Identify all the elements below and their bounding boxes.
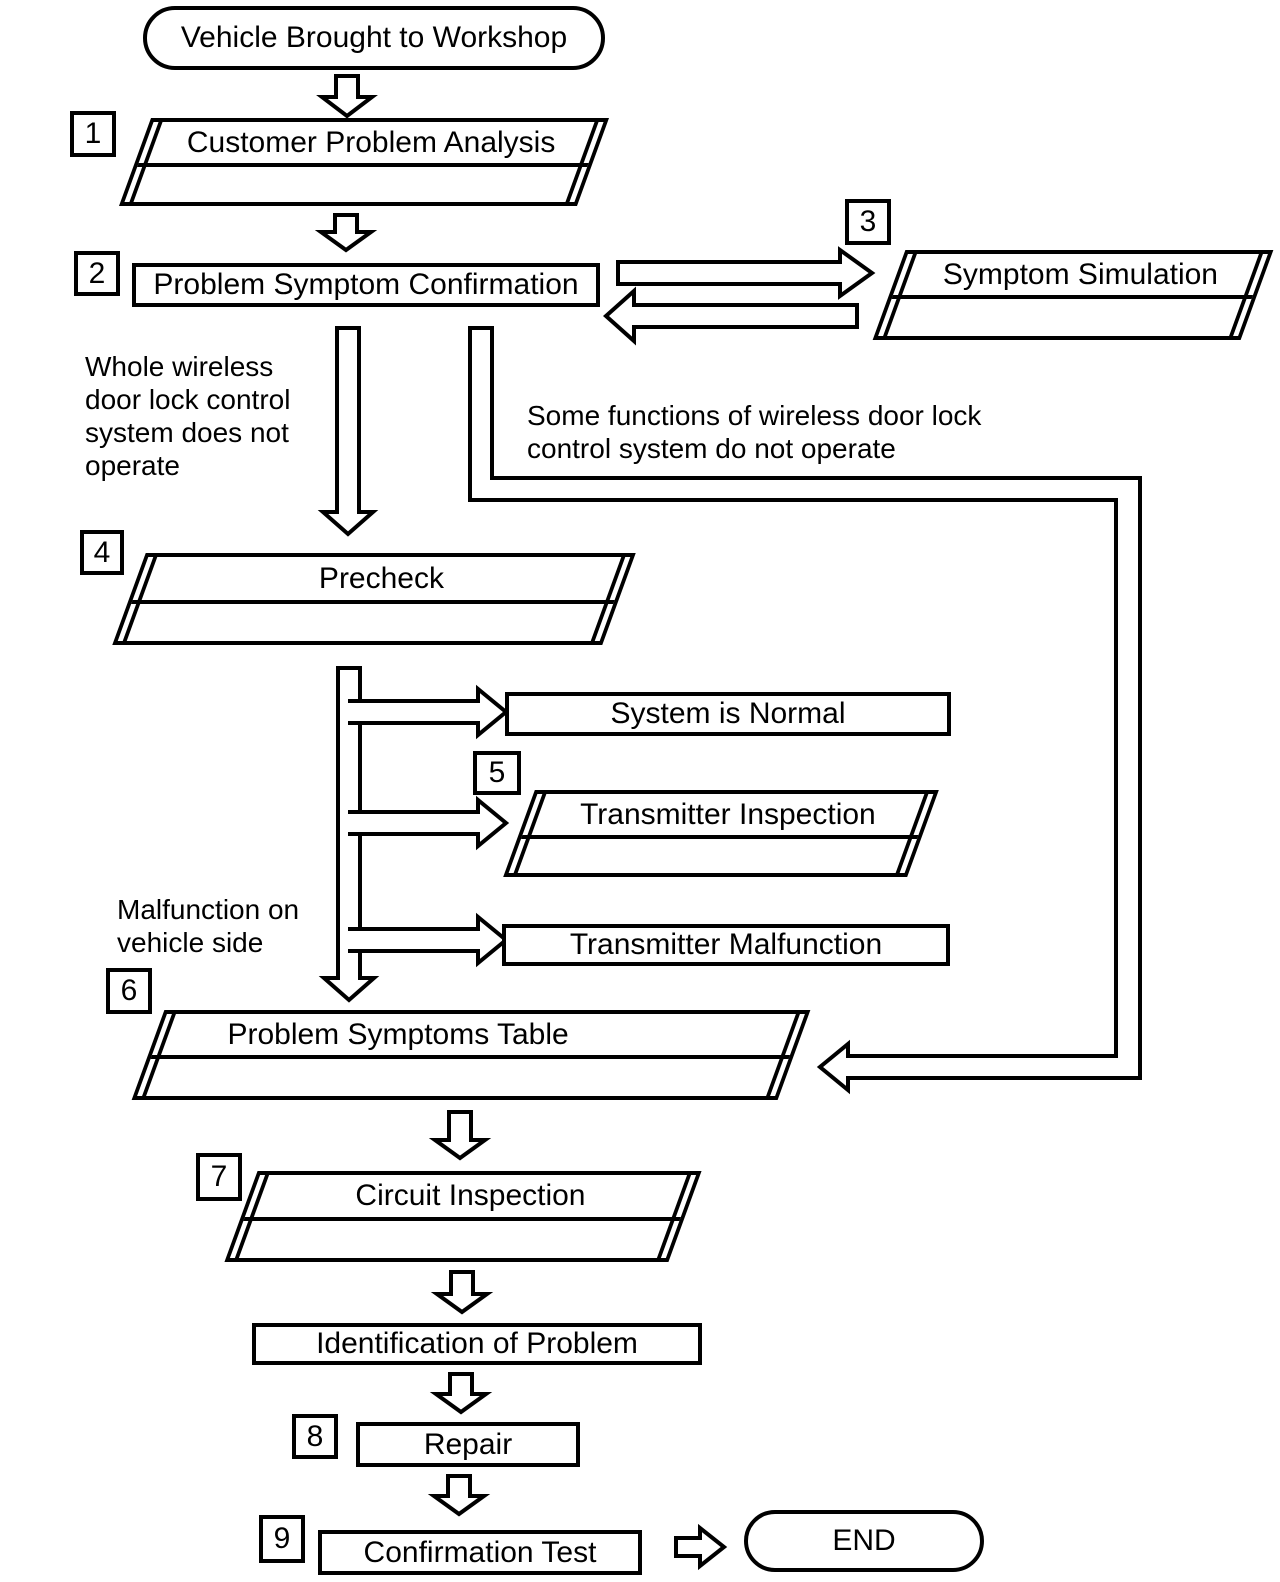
confirmation-test-label: Confirmation Test [363,1535,597,1569]
annotation-malfunction-vehicle-side: Malfunction on vehicle side [117,894,300,958]
symptom-simulation-label: Symptom Simulation [942,257,1219,291]
parallelogram-divider [150,1055,790,1059]
customer-problem-analysis-parallelogram: Customer Problem Analysis [118,118,610,206]
arrow-branch-transmitter-inspection-icon [348,795,510,851]
arrow-start-to-step1-icon [316,74,378,119]
step-badge-4-number: 4 [93,535,111,569]
step-badge-2: 2 [74,251,120,296]
step-badge-5-number: 5 [488,756,506,789]
confirmation-test-box: Confirmation Test [318,1530,642,1575]
symptom-simulation-parallelogram: Symptom Simulation [872,250,1274,340]
step-badge-1-number: 1 [84,117,102,150]
annotation-whole-system: Whole wireless door lock control system … [85,351,291,481]
annotation-some-functions: Some functions of wireless door lock con… [527,400,982,464]
problem-symptom-confirmation-box: Problem Symptom Confirmation [132,263,600,307]
step-badge-1: 1 [70,111,116,157]
identification-of-problem-label: Identification of Problem [316,1327,638,1360]
transmitter-malfunction-label: Transmitter Malfunction [569,928,883,961]
arrow-step3-to-step2-icon [602,286,859,346]
step-badge-7-number: 7 [210,1160,228,1193]
customer-problem-analysis-label: Customer Problem Analysis [186,125,556,159]
step-badge-8-number: 8 [306,1419,324,1453]
step-badge-9-number: 9 [273,1522,291,1555]
arrow-step1-to-step2-icon [314,213,378,253]
step-badge-6: 6 [106,968,152,1014]
system-is-normal-box: System is Normal [505,692,951,736]
identification-of-problem-box: Identification of Problem [252,1323,702,1365]
precheck-parallelogram: Precheck [112,553,636,645]
transmitter-malfunction-box: Transmitter Malfunction [502,924,950,966]
step-badge-6-number: 6 [120,974,138,1007]
arrow-identification-to-repair-icon [429,1372,493,1415]
step-badge-4: 4 [80,530,124,575]
parallelogram-divider [131,600,615,604]
parallelogram-divider [137,163,589,167]
end-terminal: END [744,1510,984,1572]
circuit-inspection-label: Circuit Inspection [355,1179,586,1212]
repair-box: Repair [356,1422,580,1467]
problem-symptoms-table-label: Problem Symptoms Table [227,1017,569,1051]
arrow-step2-to-precheck-icon [317,326,379,537]
step-badge-2-number: 2 [88,256,106,290]
arrow-circuit-to-identification-icon [430,1270,494,1315]
start-terminal-label: Vehicle Brought to Workshop [180,21,568,54]
connector-step2-to-symptoms-table-icon [468,326,1142,1095]
step-badge-8: 8 [292,1414,338,1459]
start-terminal: Vehicle Brought to Workshop [143,6,605,70]
parallelogram-divider [243,1217,681,1221]
step-badge-9: 9 [259,1515,305,1563]
arrow-branch-system-normal-icon [348,684,510,740]
repair-label: Repair [423,1427,513,1461]
transmitter-inspection-parallelogram: Transmitter Inspection [503,790,939,877]
step-badge-5: 5 [473,751,521,795]
parallelogram-divider [891,295,1253,299]
step-badge-3: 3 [845,199,891,245]
end-terminal-label: END [832,1524,896,1557]
problem-symptom-confirmation-label: Problem Symptom Confirmation [153,268,579,301]
circuit-inspection-parallelogram: Circuit Inspection [224,1171,702,1262]
transmitter-inspection-label: Transmitter Inspection [580,797,876,831]
parallelogram-divider [520,835,919,839]
step-badge-7: 7 [196,1153,242,1201]
problem-symptoms-table-parallelogram: Problem Symptoms Table [131,1010,811,1100]
arrow-table-to-circuit-icon [428,1110,492,1161]
arrow-repair-to-confirmation-icon [427,1474,491,1517]
precheck-label: Precheck [318,561,444,595]
arrow-confirmation-to-end-icon [674,1523,728,1571]
system-is-normal-label: System is Normal [610,697,846,730]
arrow-step2-to-step3-icon [616,246,876,300]
step-badge-3-number: 3 [859,205,877,238]
